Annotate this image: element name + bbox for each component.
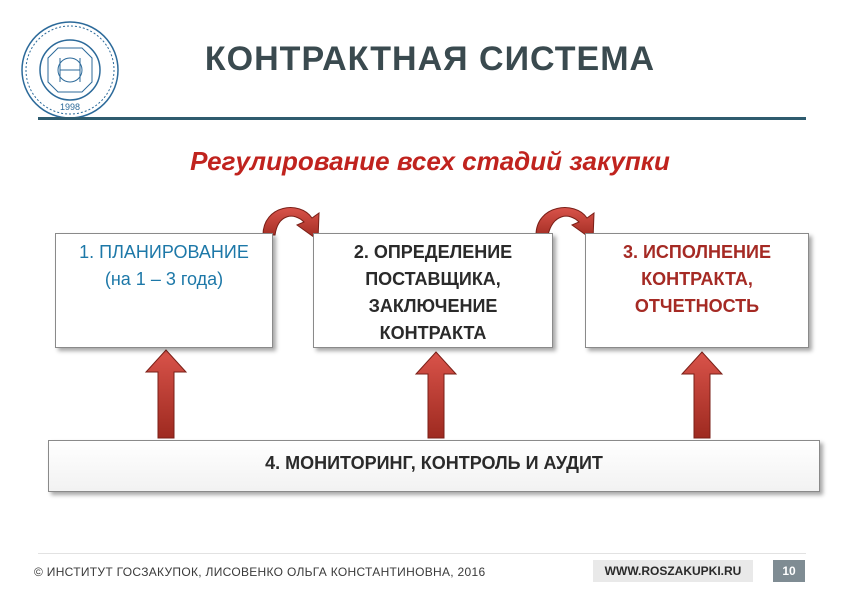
stage-supplier-determination: 2. ОПРЕДЕЛЕНИЕ ПОСТАВЩИКА, ЗАКЛЮЧЕНИЕ КО… <box>313 233 553 348</box>
up-arrow-3 <box>680 351 724 439</box>
stage-supplier-line: ПОСТАВЩИКА, <box>365 269 501 289</box>
footer-divider <box>38 553 806 554</box>
subtitle: Регулирование всех стадий закупки <box>190 146 670 176</box>
stage-planning-line: 1. ПЛАНИРОВАНИЕ <box>79 242 249 262</box>
up-arrow-1 <box>144 349 188 439</box>
stage-supplier-line: 2. ОПРЕДЕЛЕНИЕ <box>353 242 513 262</box>
stage-monitoring: 4. МОНИТОРИНГ, КОНТРОЛЬ И АУДИТ <box>48 440 820 492</box>
stage-planning-line: (на 1 – 3 года) <box>104 269 224 289</box>
footer-website-link[interactable]: WWW.ROSZAKUPKI.RU <box>593 560 753 582</box>
stage-execution-line: ОТЧЕТНОСТЬ <box>634 296 760 316</box>
institute-seal-icon: 1998 <box>21 21 119 119</box>
stage-supplier-line: ЗАКЛЮЧЕНИЕ <box>368 296 498 316</box>
footer-copyright: © ИНСТИТУТ ГОСЗАКУПОК, ЛИСОВЕНКО ОЛЬГА К… <box>34 565 486 579</box>
header-divider <box>38 117 806 120</box>
stage-supplier-line: КОНТРАКТА <box>379 323 487 343</box>
page-number: 10 <box>773 560 805 582</box>
stage-contract-execution: 3. ИСПОЛНЕНИЕ КОНТРАКТА, ОТЧЕТНОСТЬ <box>585 233 809 348</box>
stage-planning: 1. ПЛАНИРОВАНИЕ (на 1 – 3 года) <box>55 233 273 348</box>
up-arrow-2 <box>414 351 458 439</box>
stage-execution-line: КОНТРАКТА, <box>641 269 753 289</box>
stage-execution-line: 3. ИСПОЛНЕНИЕ <box>622 242 772 262</box>
page-title: КОНТРАКТНАЯ СИСТЕМА <box>204 40 656 78</box>
logo-year: 1998 <box>60 102 80 112</box>
